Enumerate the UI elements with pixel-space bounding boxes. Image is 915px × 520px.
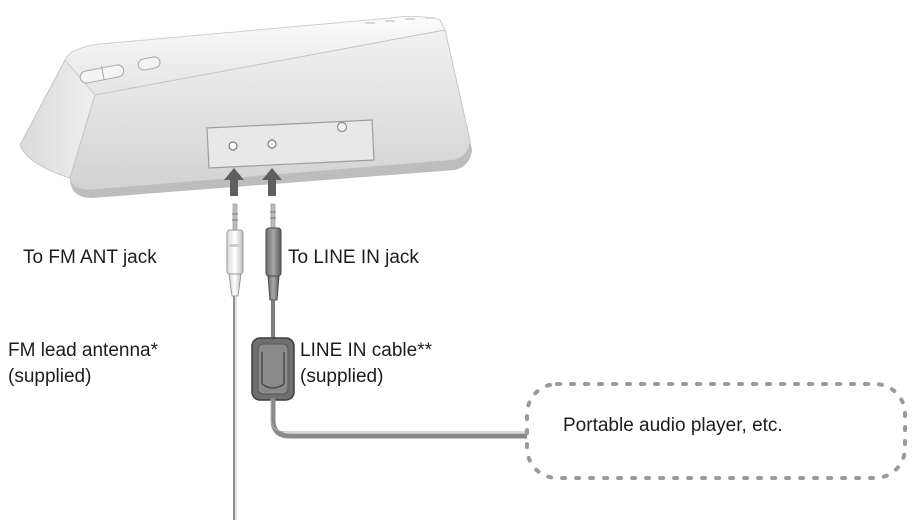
- speaker-button-left: [79, 64, 125, 84]
- speaker-unit: [19, 15, 472, 198]
- fm-antenna-label: FM lead antenna*: [8, 340, 158, 361]
- fm-ant-jack: [228, 141, 238, 151]
- speaker-button-right: [137, 56, 161, 71]
- line-in-jack: [267, 139, 277, 149]
- insert-arrows: [224, 168, 282, 196]
- speaker-button-divider: [100, 65, 105, 80]
- portable-player-label: Portable audio player, etc.: [563, 415, 783, 436]
- line-in-cable-supplied-label: (supplied): [300, 366, 384, 387]
- portable-player-box: [525, 382, 907, 480]
- speaker-top-dots: [365, 17, 435, 24]
- fm-plug-body: [226, 229, 244, 275]
- line-in-cable-label: LINE IN cable**: [300, 340, 433, 361]
- line-in-wire: [270, 397, 531, 439]
- arrow-line-jack: [262, 168, 282, 196]
- arrow-fm-jack: [224, 168, 244, 196]
- line-in-jack-label: To LINE IN jack: [288, 247, 419, 268]
- panel-screw: [336, 121, 348, 133]
- fm-antenna-cable: [226, 203, 244, 520]
- speaker-top-face: [64, 15, 446, 96]
- speaker-base-shadow: [70, 140, 472, 198]
- jack-panel: [206, 119, 375, 169]
- fm-antenna-supplied-label: (supplied): [8, 366, 92, 387]
- line-in-cable: [251, 203, 531, 439]
- fm-ant-jack-label: To FM ANT jack: [23, 247, 157, 268]
- line-plug-body: [265, 227, 282, 277]
